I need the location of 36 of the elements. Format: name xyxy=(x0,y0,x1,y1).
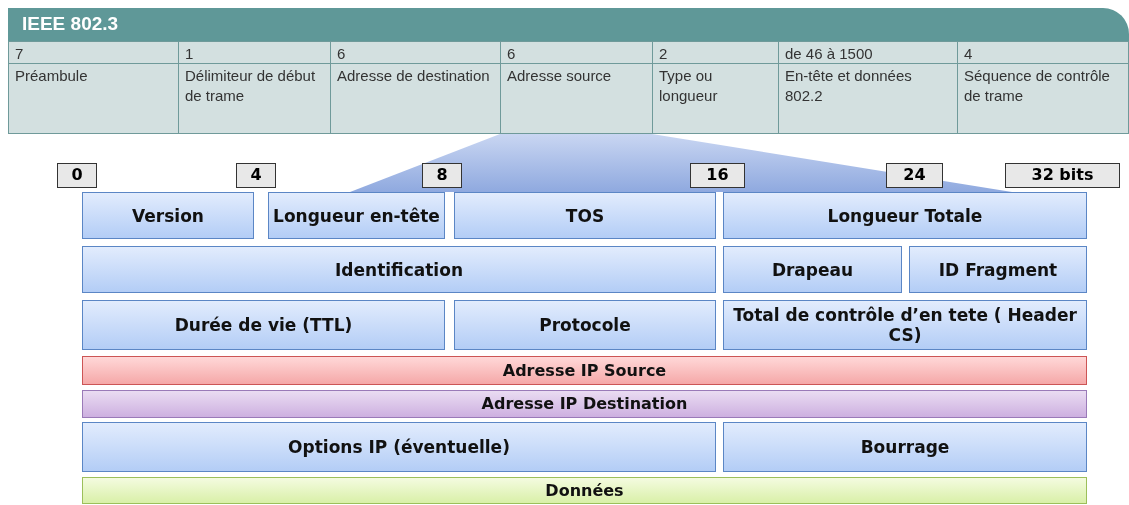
header-field: Longueur Totale xyxy=(723,192,1087,239)
header-field: Drapeau xyxy=(723,246,902,293)
field-name-cell: Adresse de destination xyxy=(330,63,501,134)
bit-offset-label: 32 bits xyxy=(1005,163,1120,188)
header-field: Options IP (éventuelle) xyxy=(82,422,716,472)
bit-offset-label: 4 xyxy=(236,163,276,188)
bit-offset-label: 8 xyxy=(422,163,462,188)
bit-offset-label: 24 xyxy=(886,163,943,188)
byte-count-cell: 7 xyxy=(8,41,179,64)
byte-count-cell: de 46 à 1500 xyxy=(778,41,958,64)
header-field: Protocole xyxy=(454,300,716,350)
byte-count-cell: 2 xyxy=(652,41,779,64)
header-field: Identification xyxy=(82,246,716,293)
byte-count-cell: 1 xyxy=(178,41,331,64)
header-field: Total de contrôle d’en tete ( Header CS) xyxy=(723,300,1087,350)
header-field: Durée de vie (TTL) xyxy=(82,300,445,350)
table-title: IEEE 802.3 xyxy=(8,8,1129,41)
field-name-cell: Type ou longueur xyxy=(652,63,779,134)
bit-offset-label: 0 xyxy=(57,163,97,188)
header-field: Adresse IP Source xyxy=(82,356,1087,385)
bit-offset-label: 16 xyxy=(690,163,745,188)
field-name-cell: Délimiteur de début de trame xyxy=(178,63,331,134)
byte-count-cell: 6 xyxy=(500,41,653,64)
header-field: Version xyxy=(82,192,254,239)
header-field: Longueur en-tête xyxy=(268,192,445,239)
header-field: ID Fragment xyxy=(909,246,1087,293)
field-name-cell: Adresse source xyxy=(500,63,653,134)
header-field: Adresse IP Destination xyxy=(82,390,1087,418)
header-field: Données xyxy=(82,477,1087,504)
field-name-cell: Préambule xyxy=(8,63,179,134)
header-field: Bourrage xyxy=(723,422,1087,472)
byte-count-cell: 4 xyxy=(957,41,1129,64)
header-field: TOS xyxy=(454,192,716,239)
field-name-cell: Séquence de contrôle de trame xyxy=(957,63,1129,134)
byte-count-cell: 6 xyxy=(330,41,501,64)
field-name-cell: En-tête et données 802.2 xyxy=(778,63,958,134)
